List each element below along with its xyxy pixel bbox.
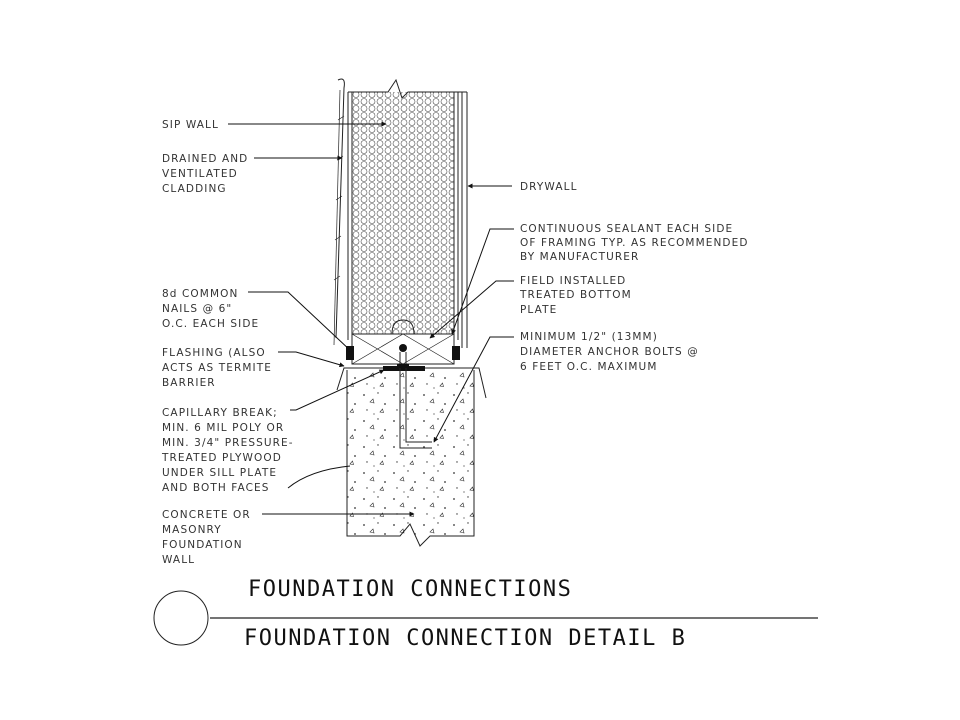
leader-nails [248,291,353,353]
title-block: FOUNDATION CONNECTIONS FOUNDATION CONNEC… [153,577,818,651]
detail-bubble [153,590,209,646]
label-foundation: CONCRETE OR MASONRY FOUNDATION WALL [162,509,255,566]
drawing-subtitle: FOUNDATION CONNECTION DETAIL B [244,626,686,651]
leader-anchor-bolts [433,336,514,443]
callout-labels: SIP WALL DRAINED AND VENTILATED CLADDING… [161,119,753,566]
break-line-top [348,78,467,99]
label-sealant: CONTINUOUS SEALANT EACH SIDE OF FRAMING … [520,223,753,263]
label-drywall: DRYWALL [520,181,578,193]
sip-foam-core [352,92,454,334]
leader-bottom-plate [429,280,514,339]
leader-sealant [451,228,514,335]
leader-both-faces [287,465,351,489]
label-sip-wall: SIP WALL [162,119,219,131]
label-anchor-bolts: MINIMUM 1/2" (13MM) DIAMETER ANCHOR BOLT… [520,331,703,373]
leader-flashing [278,351,345,368]
sip-wall-assembly [333,78,468,365]
leader-capillary-break [290,369,385,411]
drawing-title: FOUNDATION CONNECTIONS [248,577,572,602]
leader-lines [228,121,514,517]
label-bottom-plate: FIELD INSTALLED TREATED BOTTOM PLATE [519,275,636,316]
foundation-wall [336,352,487,547]
anchor-bolt [399,352,432,449]
sill-gasket [383,366,425,371]
concrete-fill [347,370,474,536]
cladding [335,78,345,339]
sealant-bead [391,319,415,335]
label-nails: 8d COMMON NAILS @ 6" O.C. EACH SIDE [162,288,259,330]
label-cladding: DRAINED AND VENTILATED CLADDING [162,153,253,195]
label-flashing: FLASHING (ALSO ACTS AS TERMITE BARRIER [162,347,276,389]
label-capillary-break: CAPILLARY BREAK; MIN. 6 MIL POLY OR MIN.… [161,407,298,494]
